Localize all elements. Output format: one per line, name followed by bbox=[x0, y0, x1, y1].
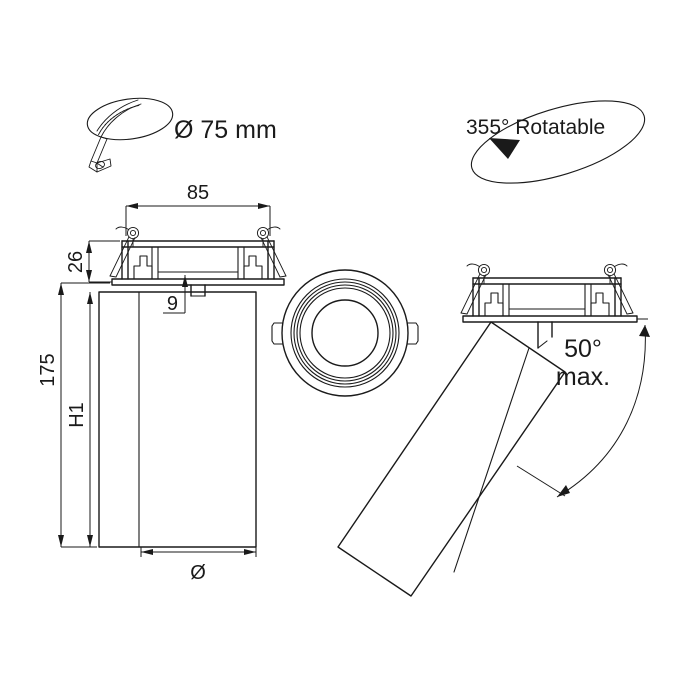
dimension-label-9: 9 bbox=[167, 293, 178, 315]
dimension-set-left-view: 85 26 9 bbox=[37, 182, 271, 584]
dimension-height-26 bbox=[86, 240, 120, 283]
tilt-angle-label: 50° bbox=[564, 335, 602, 363]
front-view bbox=[271, 269, 419, 397]
tilt-angle-max-label: max. bbox=[556, 363, 610, 391]
tilted-section-view bbox=[337, 263, 638, 597]
dimension-diameter-body bbox=[140, 547, 257, 557]
dimension-width-85 bbox=[125, 203, 271, 236]
side-section-view bbox=[98, 226, 287, 548]
dimension-tilt-angle bbox=[516, 318, 650, 498]
rotation-ellipse-arrow-icon bbox=[470, 100, 646, 184]
spring-clip-left bbox=[109, 226, 140, 278]
cutout-diameter-label: Ø 75 mm bbox=[174, 116, 277, 144]
dimension-label-h1: H1 bbox=[66, 402, 88, 428]
dimension-thickness-9 bbox=[163, 275, 188, 314]
dimension-height-h1 bbox=[87, 292, 93, 547]
spring-clip-tilted-left bbox=[460, 263, 491, 315]
rotatable-label: 355° Rotatable bbox=[466, 116, 605, 139]
dimension-label-diameter: Ø bbox=[190, 562, 206, 584]
dimension-label-175: 175 bbox=[37, 353, 59, 386]
dimension-height-175 bbox=[58, 282, 110, 548]
spring-clip-tilted-right bbox=[603, 263, 634, 315]
dimension-label-85: 85 bbox=[187, 182, 209, 204]
hole-saw-cutout-icon bbox=[86, 97, 174, 173]
dimension-label-26: 26 bbox=[65, 251, 87, 273]
spring-clip-right bbox=[256, 226, 287, 278]
